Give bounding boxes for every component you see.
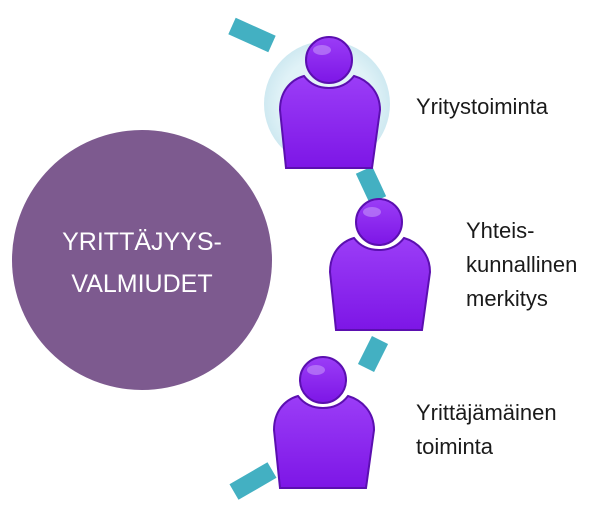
- center-label-line2: VALMIUDET: [71, 270, 212, 298]
- center-circle: [12, 130, 272, 390]
- arc-segment-top: [228, 17, 276, 53]
- arc-segment-lower-mid: [357, 335, 389, 373]
- item-2-line-3: merkitys: [466, 286, 548, 311]
- item-1-line-1: Yritystoiminta: [416, 94, 549, 119]
- item-label-1: Yritystoiminta: [416, 94, 549, 119]
- center-node: YRITTÄJYYS- VALMIUDET: [12, 130, 272, 390]
- item-2-line-1: Yhteis-: [466, 218, 534, 243]
- item-label-2: Yhteis- kunnallinen merkitys: [466, 218, 577, 311]
- person-icon: [278, 36, 382, 169]
- item-3-line-1: Yrittäjämäinen: [416, 400, 557, 425]
- person-icon: [328, 198, 432, 331]
- item-label-3: Yrittäjämäinen toiminta: [416, 400, 557, 459]
- center-label-line1: YRITTÄJYYS-: [62, 228, 222, 256]
- item-2-line-2: kunnallinen: [466, 252, 577, 277]
- arc-segment-upper-mid: [355, 166, 387, 204]
- arc-segments: [228, 17, 389, 500]
- arc-segment-bottom: [229, 462, 277, 500]
- person-icon: [272, 356, 376, 489]
- item-3-line-2: toiminta: [416, 434, 494, 459]
